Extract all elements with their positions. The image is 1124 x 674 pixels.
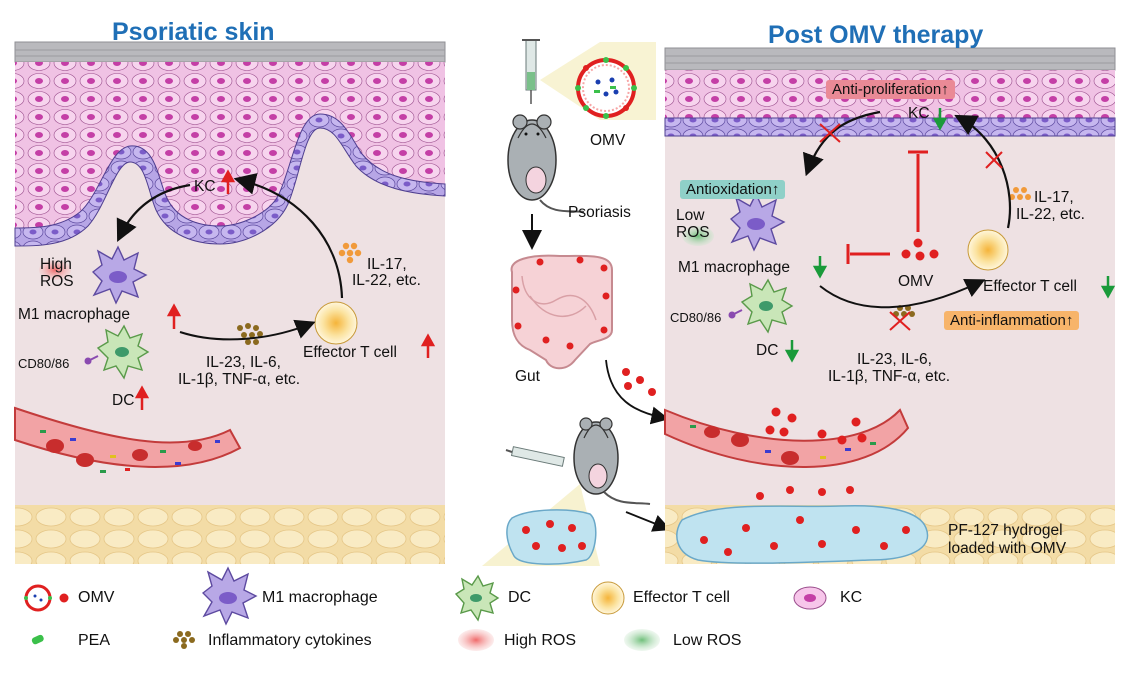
high-ros-label: High ROS — [40, 256, 74, 290]
il17-label-right: IL-17, — [1034, 189, 1074, 206]
effector-t-cell-left — [314, 301, 358, 345]
legend-effector-t-cell: Effector T cell — [633, 589, 730, 606]
effector-t-cell-right — [967, 229, 1009, 271]
dc-left — [84, 324, 150, 380]
gut-icon — [510, 254, 613, 370]
effector-label-left: Effector T cell — [303, 344, 397, 361]
mouse-icon-bottom — [573, 417, 651, 505]
effector-label-right: Effector T cell — [983, 278, 1077, 295]
kc-label-left: KC — [194, 178, 216, 195]
il22-label-left: IL-22, etc. — [352, 272, 421, 289]
left-panel-title: Psoriatic skin — [112, 18, 275, 46]
low-ros-label: Low ROS — [676, 207, 710, 241]
mouse-icon-top — [507, 114, 585, 213]
m1-label-left: M1 macrophage — [18, 306, 131, 323]
legend-dc: DC — [508, 589, 532, 606]
omv-large-icon — [575, 57, 637, 119]
legend-icons — [24, 566, 827, 651]
syringe-top — [522, 39, 540, 104]
il22-label-right: IL-22, etc. — [1016, 206, 1085, 223]
il1b-label-right: IL-1β, TNF-α, etc. — [828, 368, 951, 385]
legend-pea: PEA — [78, 632, 111, 649]
legend-high-ros: High ROS — [504, 632, 577, 649]
m1-macrophage-left — [91, 245, 148, 305]
right-skin-panel — [664, 47, 1116, 564]
pf127-label-line2: loaded with OMV — [948, 540, 1067, 557]
dc-label-right: DC — [756, 342, 779, 359]
omv-cluster-right — [901, 238, 939, 261]
cd-label-left: CD80/86 — [18, 356, 70, 371]
legend-omv: OMV — [78, 589, 115, 606]
dc-label-left: DC — [112, 392, 135, 409]
legend-kc: KC — [840, 589, 863, 606]
omv-label-right: OMV — [898, 273, 934, 290]
anti-proliferation-tag: Anti-proliferation↑ — [826, 80, 955, 99]
pf127-label-line1: PF-127 hydrogel — [948, 522, 1063, 539]
legend-low-ros: Low ROS — [673, 632, 742, 649]
cytokines-left — [237, 323, 263, 345]
kc-label-right: KC — [908, 105, 930, 122]
syringe-side — [505, 446, 565, 467]
m1-macrophage-right — [729, 192, 786, 252]
il17-label-left: IL-17, — [367, 256, 407, 273]
m1-label-right: M1 macrophage — [678, 259, 791, 276]
right-panel-title: Post OMV therapy — [768, 21, 984, 49]
il23-label-right: IL-23, IL-6, — [857, 351, 932, 368]
center-column — [482, 39, 672, 566]
antioxidation-tag: Antioxidation↑ — [680, 180, 786, 199]
il1b-label-left: IL-1β, TNF-α, etc. — [178, 371, 301, 388]
gut-label: Gut — [515, 368, 540, 385]
legend-inflammatory-cytokines: Inflammatory cytokines — [208, 632, 372, 649]
anti-inflammation-tag: Anti-inflammation↑ — [944, 311, 1080, 330]
dc-right — [728, 278, 794, 334]
psoriasis-label: Psoriasis — [568, 204, 631, 221]
omv-label-center: OMV — [590, 132, 626, 149]
cd-label-right: CD80/86 — [670, 310, 722, 325]
left-skin-panel — [14, 41, 446, 564]
cytokines-left-orange — [338, 242, 362, 264]
legend-m1-macrophage: M1 macrophage — [262, 589, 378, 606]
il23-label-left: IL-23, IL-6, — [206, 354, 281, 371]
